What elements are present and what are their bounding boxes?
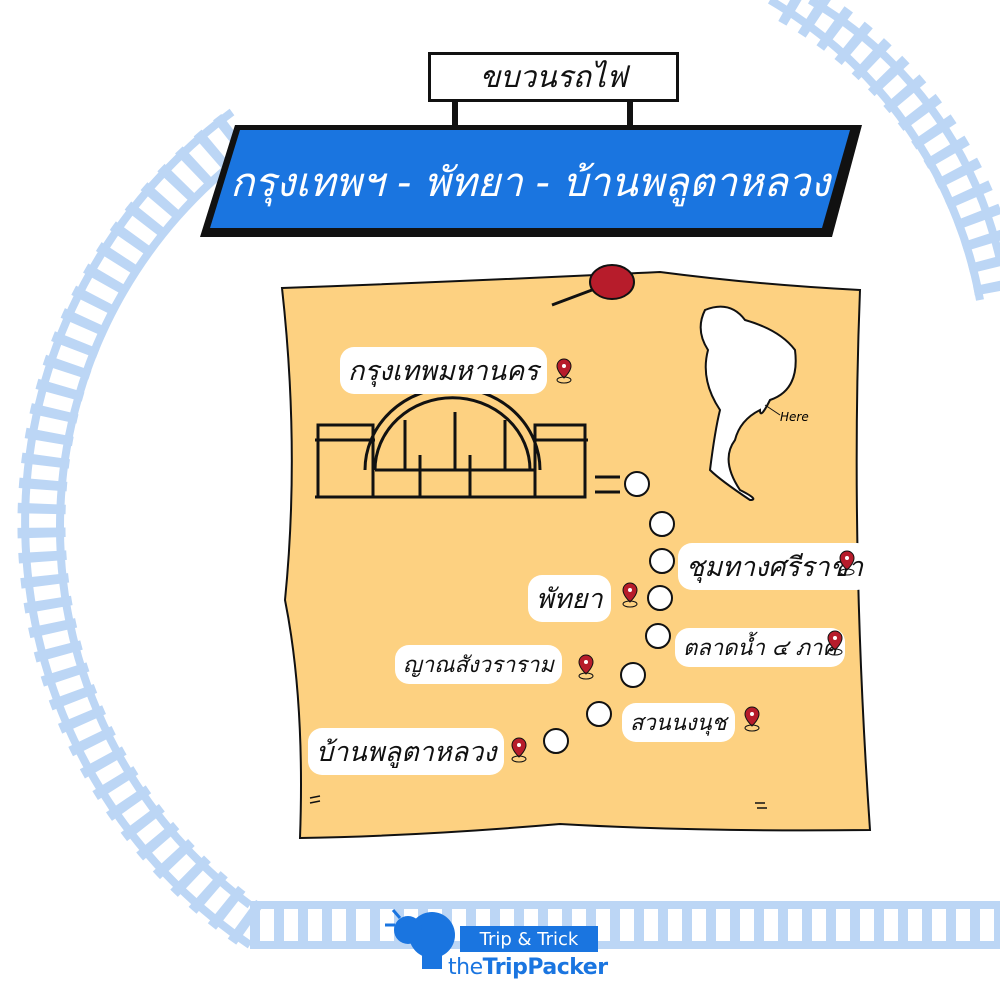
lightbulb-logo-icon xyxy=(385,909,455,969)
station-label-bangkok: กรุงเทพมหานคร xyxy=(340,347,547,394)
route-title: กรุงเทพฯ - พัทยา - บ้านพลูตาหลวง xyxy=(230,160,830,206)
station-label-pattaya: พัทยา xyxy=(528,575,611,622)
thumbtack-icon xyxy=(551,264,635,307)
brand-prefix: the xyxy=(448,955,483,980)
location-pin-icon xyxy=(744,706,760,732)
station-label-ban-phlu-ta-luang: บ้านพลูตาหลวง xyxy=(308,728,505,775)
trip-trick-badge: Trip & Trick xyxy=(460,926,598,952)
here-pointer xyxy=(764,404,781,416)
brand-name: theTripPacker xyxy=(448,955,608,980)
doodle-marks xyxy=(309,795,767,809)
station-label-sriracha: ชุมทางศรีราชา xyxy=(678,543,872,590)
location-pin-icon xyxy=(556,358,572,384)
location-pin-icon xyxy=(511,737,527,763)
route-dots xyxy=(543,471,675,754)
sign-post xyxy=(452,96,458,128)
location-pin-icon xyxy=(839,550,855,576)
thailand-map-icon xyxy=(699,305,797,502)
station-label-floating-market: ตลาดน้ำ ๔ ภาค xyxy=(675,628,846,667)
train-sign: ขบวนรถไฟ xyxy=(428,52,679,102)
railway-track xyxy=(17,0,1000,949)
location-pin-icon xyxy=(827,630,843,656)
station-label-yannasangwararam: ญาณสังวราราม xyxy=(395,645,562,684)
here-label: Here xyxy=(780,410,809,424)
station-label-nong-nooch: สวนนงนุช xyxy=(622,703,735,742)
sign-post xyxy=(627,96,633,128)
location-pin-icon xyxy=(622,582,638,608)
location-pin-icon xyxy=(578,654,594,680)
route-banner-fill xyxy=(210,130,850,228)
brand-main: TripPacker xyxy=(482,955,608,980)
